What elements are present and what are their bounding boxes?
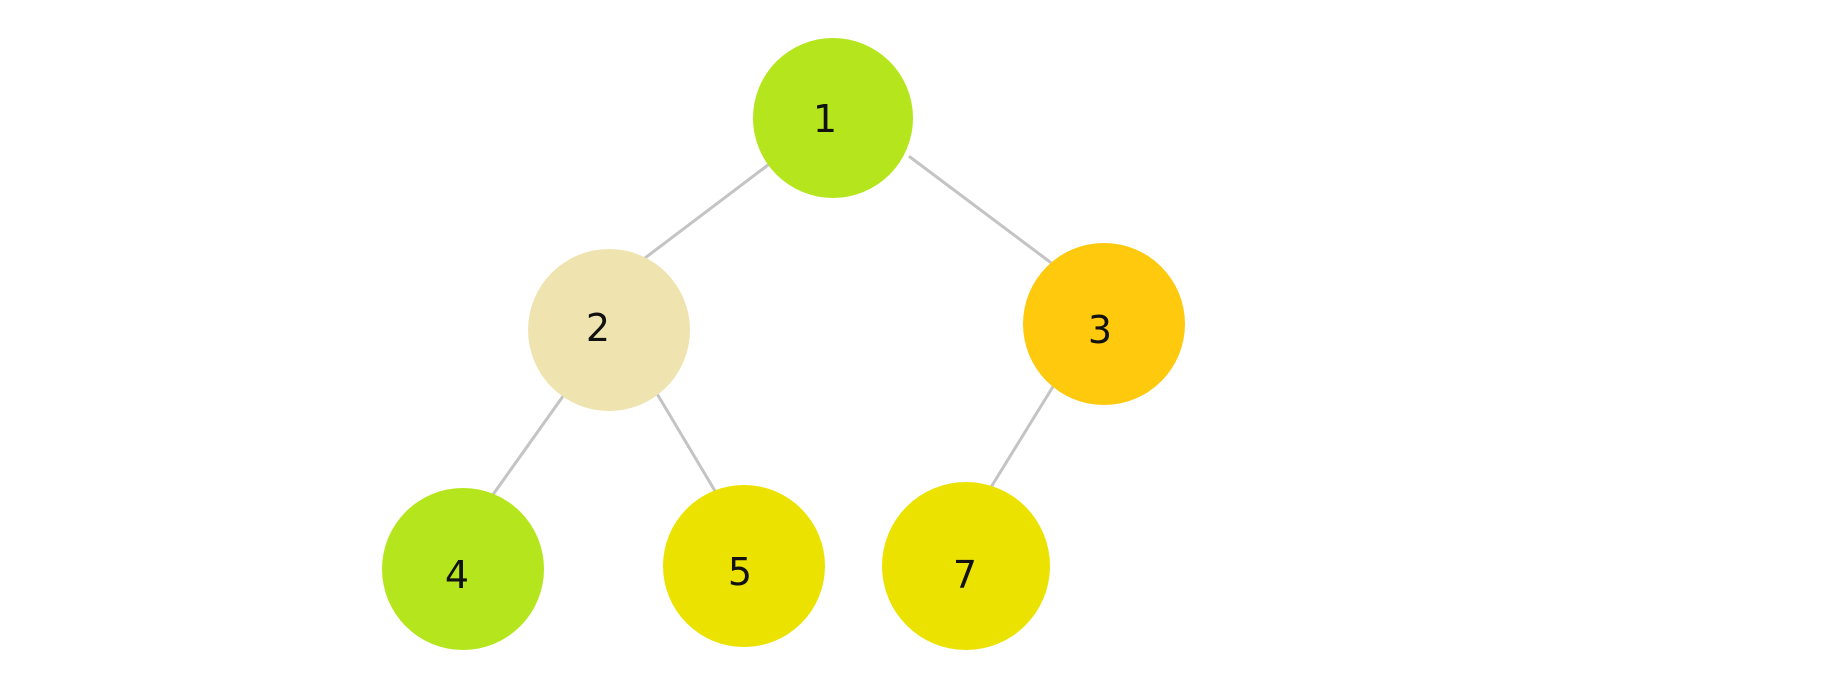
nodes-layer: 1 2 3 4 5 7 — [382, 38, 1185, 650]
edge-1-2 — [643, 160, 774, 260]
node-5: 5 — [663, 485, 825, 647]
edge-1-3 — [908, 155, 1052, 264]
node-1-circle — [753, 38, 913, 198]
node-5-circle — [663, 485, 825, 647]
edge-2-5 — [654, 390, 720, 498]
node-7-circle — [882, 482, 1050, 650]
node-1-label: 1 — [813, 97, 837, 141]
node-1: 1 — [753, 38, 913, 198]
node-7-label: 7 — [953, 553, 977, 597]
node-7: 7 — [882, 482, 1050, 650]
node-2: 2 — [528, 249, 690, 411]
node-2-circle — [528, 249, 690, 411]
node-4: 4 — [382, 488, 544, 650]
node-4-label: 4 — [445, 553, 469, 597]
edge-2-4 — [490, 390, 568, 498]
node-4-circle — [382, 488, 544, 650]
node-3-circle — [1023, 243, 1185, 405]
node-2-label: 2 — [586, 306, 610, 350]
node-3: 3 — [1023, 243, 1185, 405]
edges-layer — [490, 155, 1056, 498]
node-3-label: 3 — [1088, 308, 1112, 352]
edge-3-7 — [986, 383, 1056, 494]
node-5-label: 5 — [728, 550, 752, 594]
